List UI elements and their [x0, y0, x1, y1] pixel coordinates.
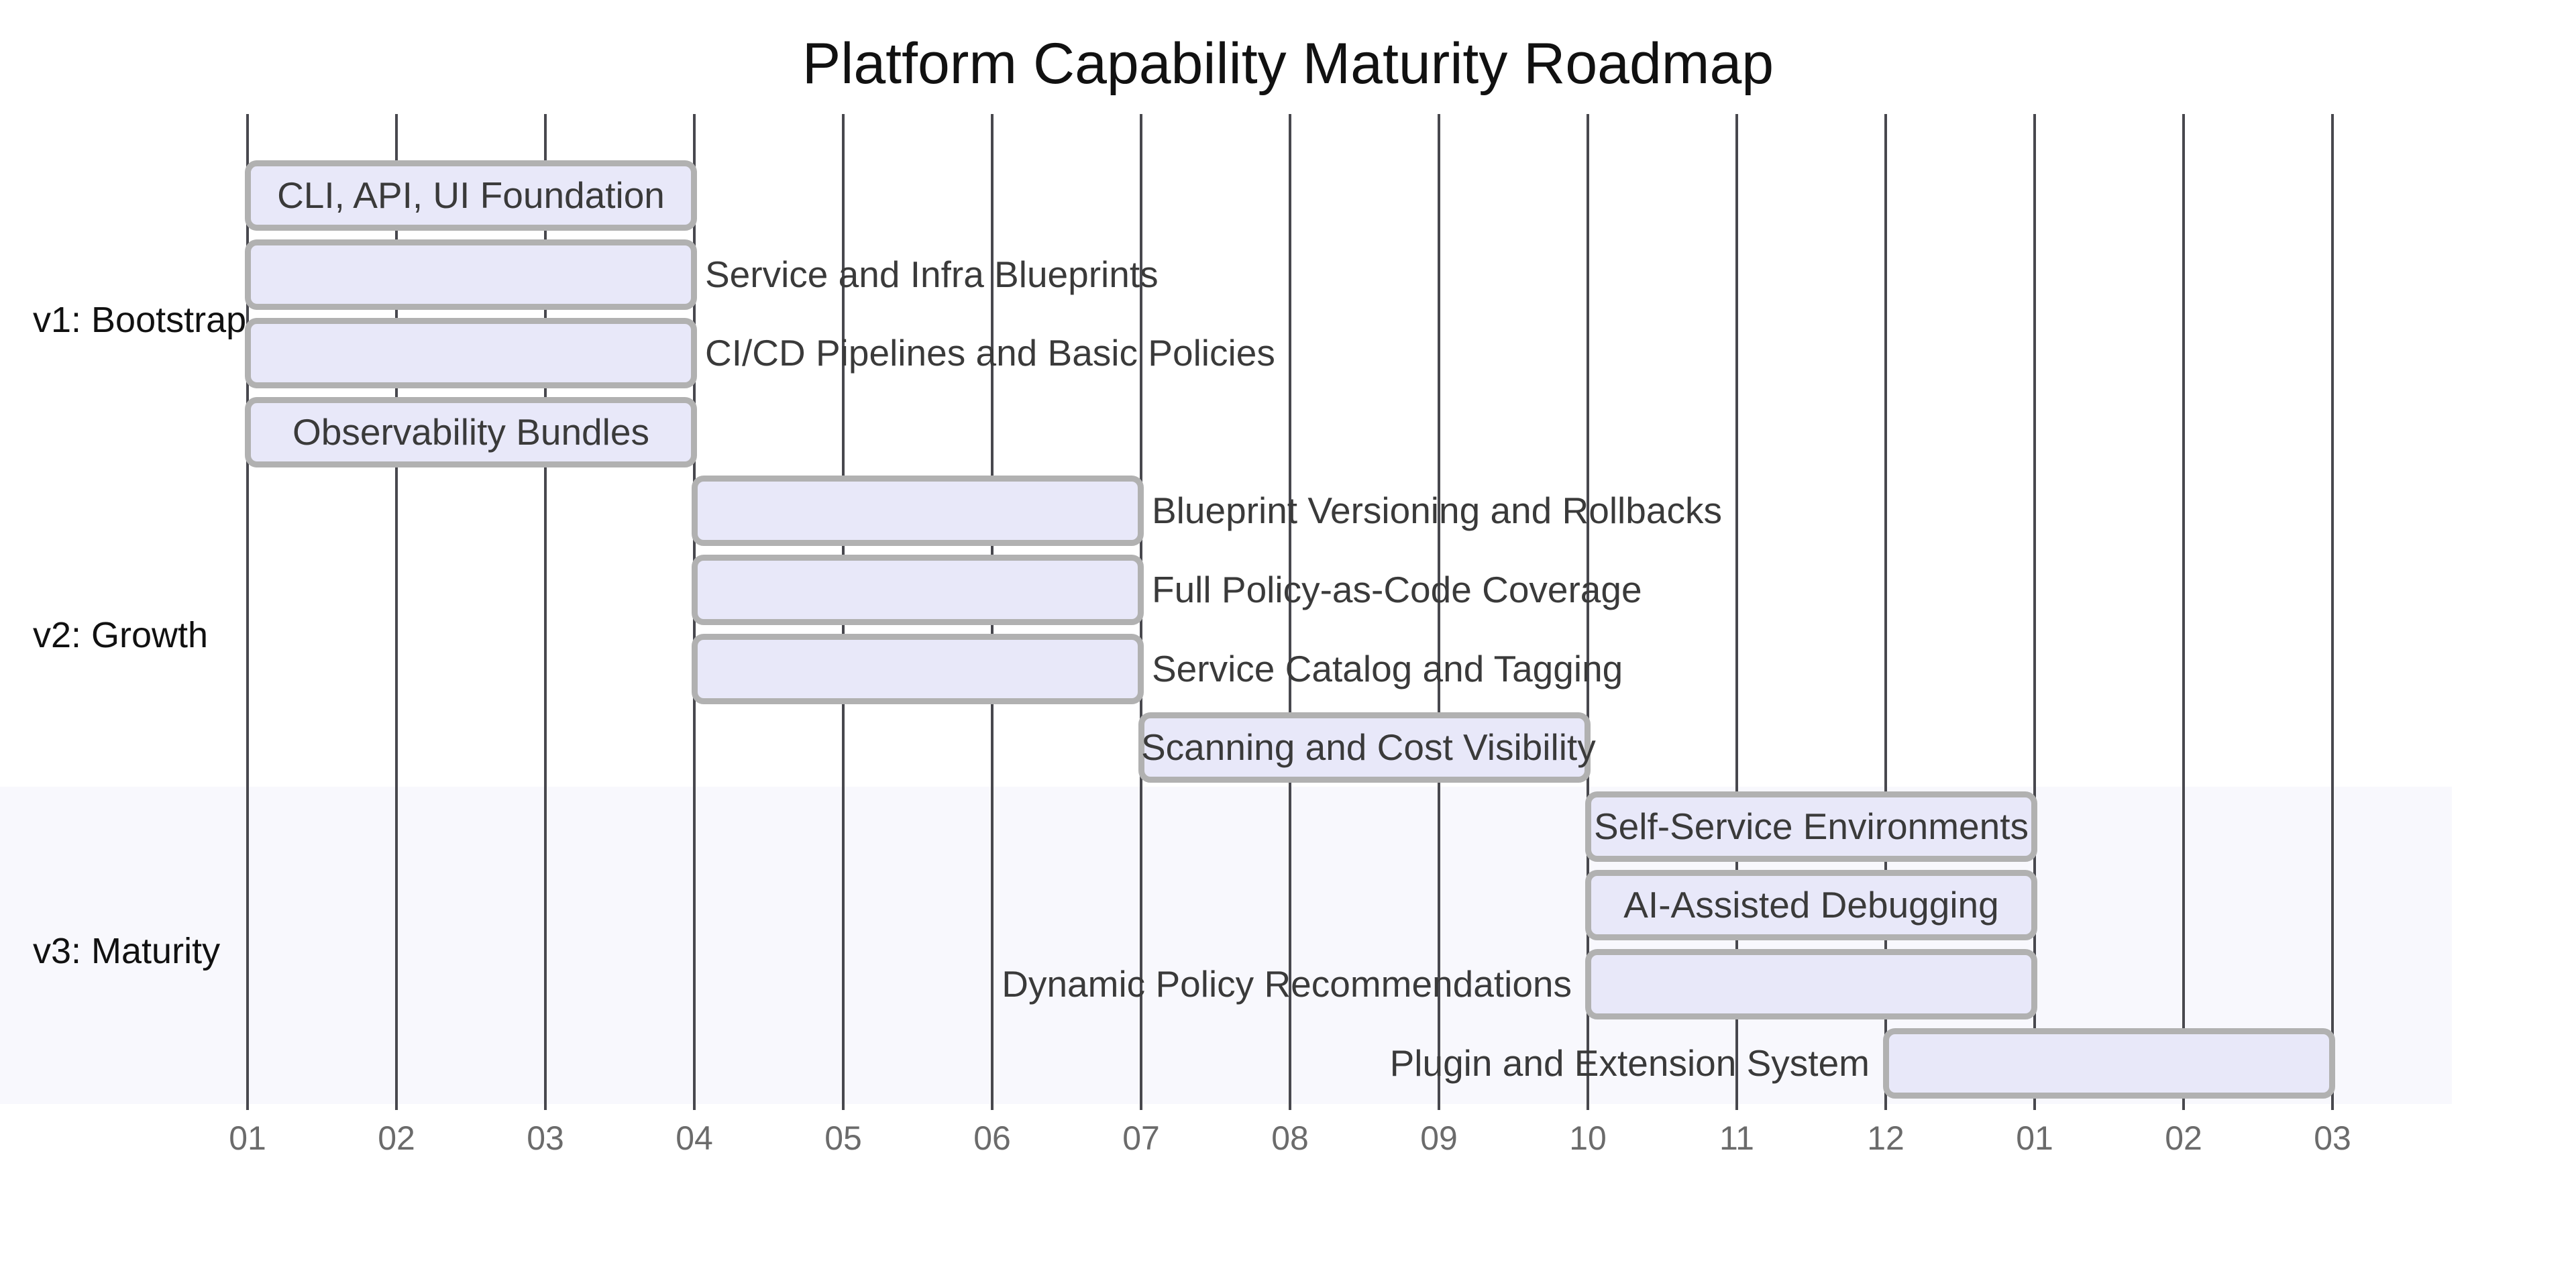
task-label: Service and Infra Blueprints [705, 253, 1159, 295]
grid-line [246, 114, 249, 1110]
grid-line [2033, 114, 2036, 1110]
section-label: v2: Growth [33, 615, 209, 656]
task-bar [692, 633, 1144, 704]
task-bar [1585, 791, 2037, 862]
task-label: CLI, API, UI Foundation [277, 174, 665, 216]
axis-tick-label: 04 [676, 1119, 713, 1157]
axis-tick-label: 02 [2165, 1119, 2202, 1157]
task-bar [245, 239, 697, 310]
grid-line [1735, 114, 1738, 1110]
task-label: Self-Service Environments [1593, 805, 2029, 847]
axis-tick-label: 10 [1569, 1119, 1607, 1157]
axis-tick-label: 06 [973, 1119, 1011, 1157]
grid-line [1884, 114, 1887, 1110]
grid-line [1438, 114, 1440, 1110]
task-bar [1883, 1028, 2335, 1099]
axis-tick-label: 01 [2016, 1119, 2053, 1157]
task-bar [245, 160, 697, 231]
task-label: CI/CD Pipelines and Basic Policies [705, 332, 1275, 374]
task-label: Blueprint Versioning and Rollbacks [1152, 490, 1722, 532]
task-label: Observability Bundles [292, 410, 649, 453]
task-bar [1138, 712, 1591, 783]
axis-tick-label: 11 [1719, 1119, 1754, 1157]
grid-line [544, 114, 547, 1110]
axis-tick-label: 02 [378, 1119, 415, 1157]
grid-line [2182, 114, 2185, 1110]
axis-tick-label: 08 [1271, 1119, 1309, 1157]
axis-tick-label: 03 [2314, 1119, 2351, 1157]
axis-tick-label: 03 [527, 1119, 564, 1157]
task-bar [692, 555, 1144, 625]
task-label: Plugin and Extension System [1389, 1042, 1870, 1084]
chart-title: Platform Capability Maturity Roadmap [802, 32, 1774, 96]
axis-tick-label: 12 [1867, 1119, 1904, 1157]
grid-line [1587, 114, 1589, 1110]
axis-tick-label: 09 [1420, 1119, 1458, 1157]
task-bar [245, 318, 697, 389]
grid-line [1289, 114, 1291, 1110]
task-label: AI-Assisted Debugging [1623, 884, 1999, 926]
task-label: Service Catalog and Tagging [1152, 647, 1623, 689]
task-label: Scanning and Cost Visibility [1141, 726, 1596, 769]
section-label: v1: Bootstrap [33, 299, 247, 340]
task-label: Dynamic Policy Recommendations [1002, 963, 1572, 1005]
task-bar [692, 476, 1144, 547]
grid-line [395, 114, 398, 1110]
task-bar [245, 396, 697, 467]
task-bar [1585, 949, 2037, 1019]
axis-tick-label: 05 [824, 1119, 862, 1157]
task-bar [1585, 870, 2037, 941]
task-label: Full Policy-as-Code Coverage [1152, 569, 1642, 610]
section-label: v3: Maturity [33, 930, 221, 971]
axis-tick-label: 07 [1122, 1119, 1160, 1157]
axis-tick-label: 01 [229, 1119, 266, 1157]
grid-line [2331, 114, 2334, 1110]
